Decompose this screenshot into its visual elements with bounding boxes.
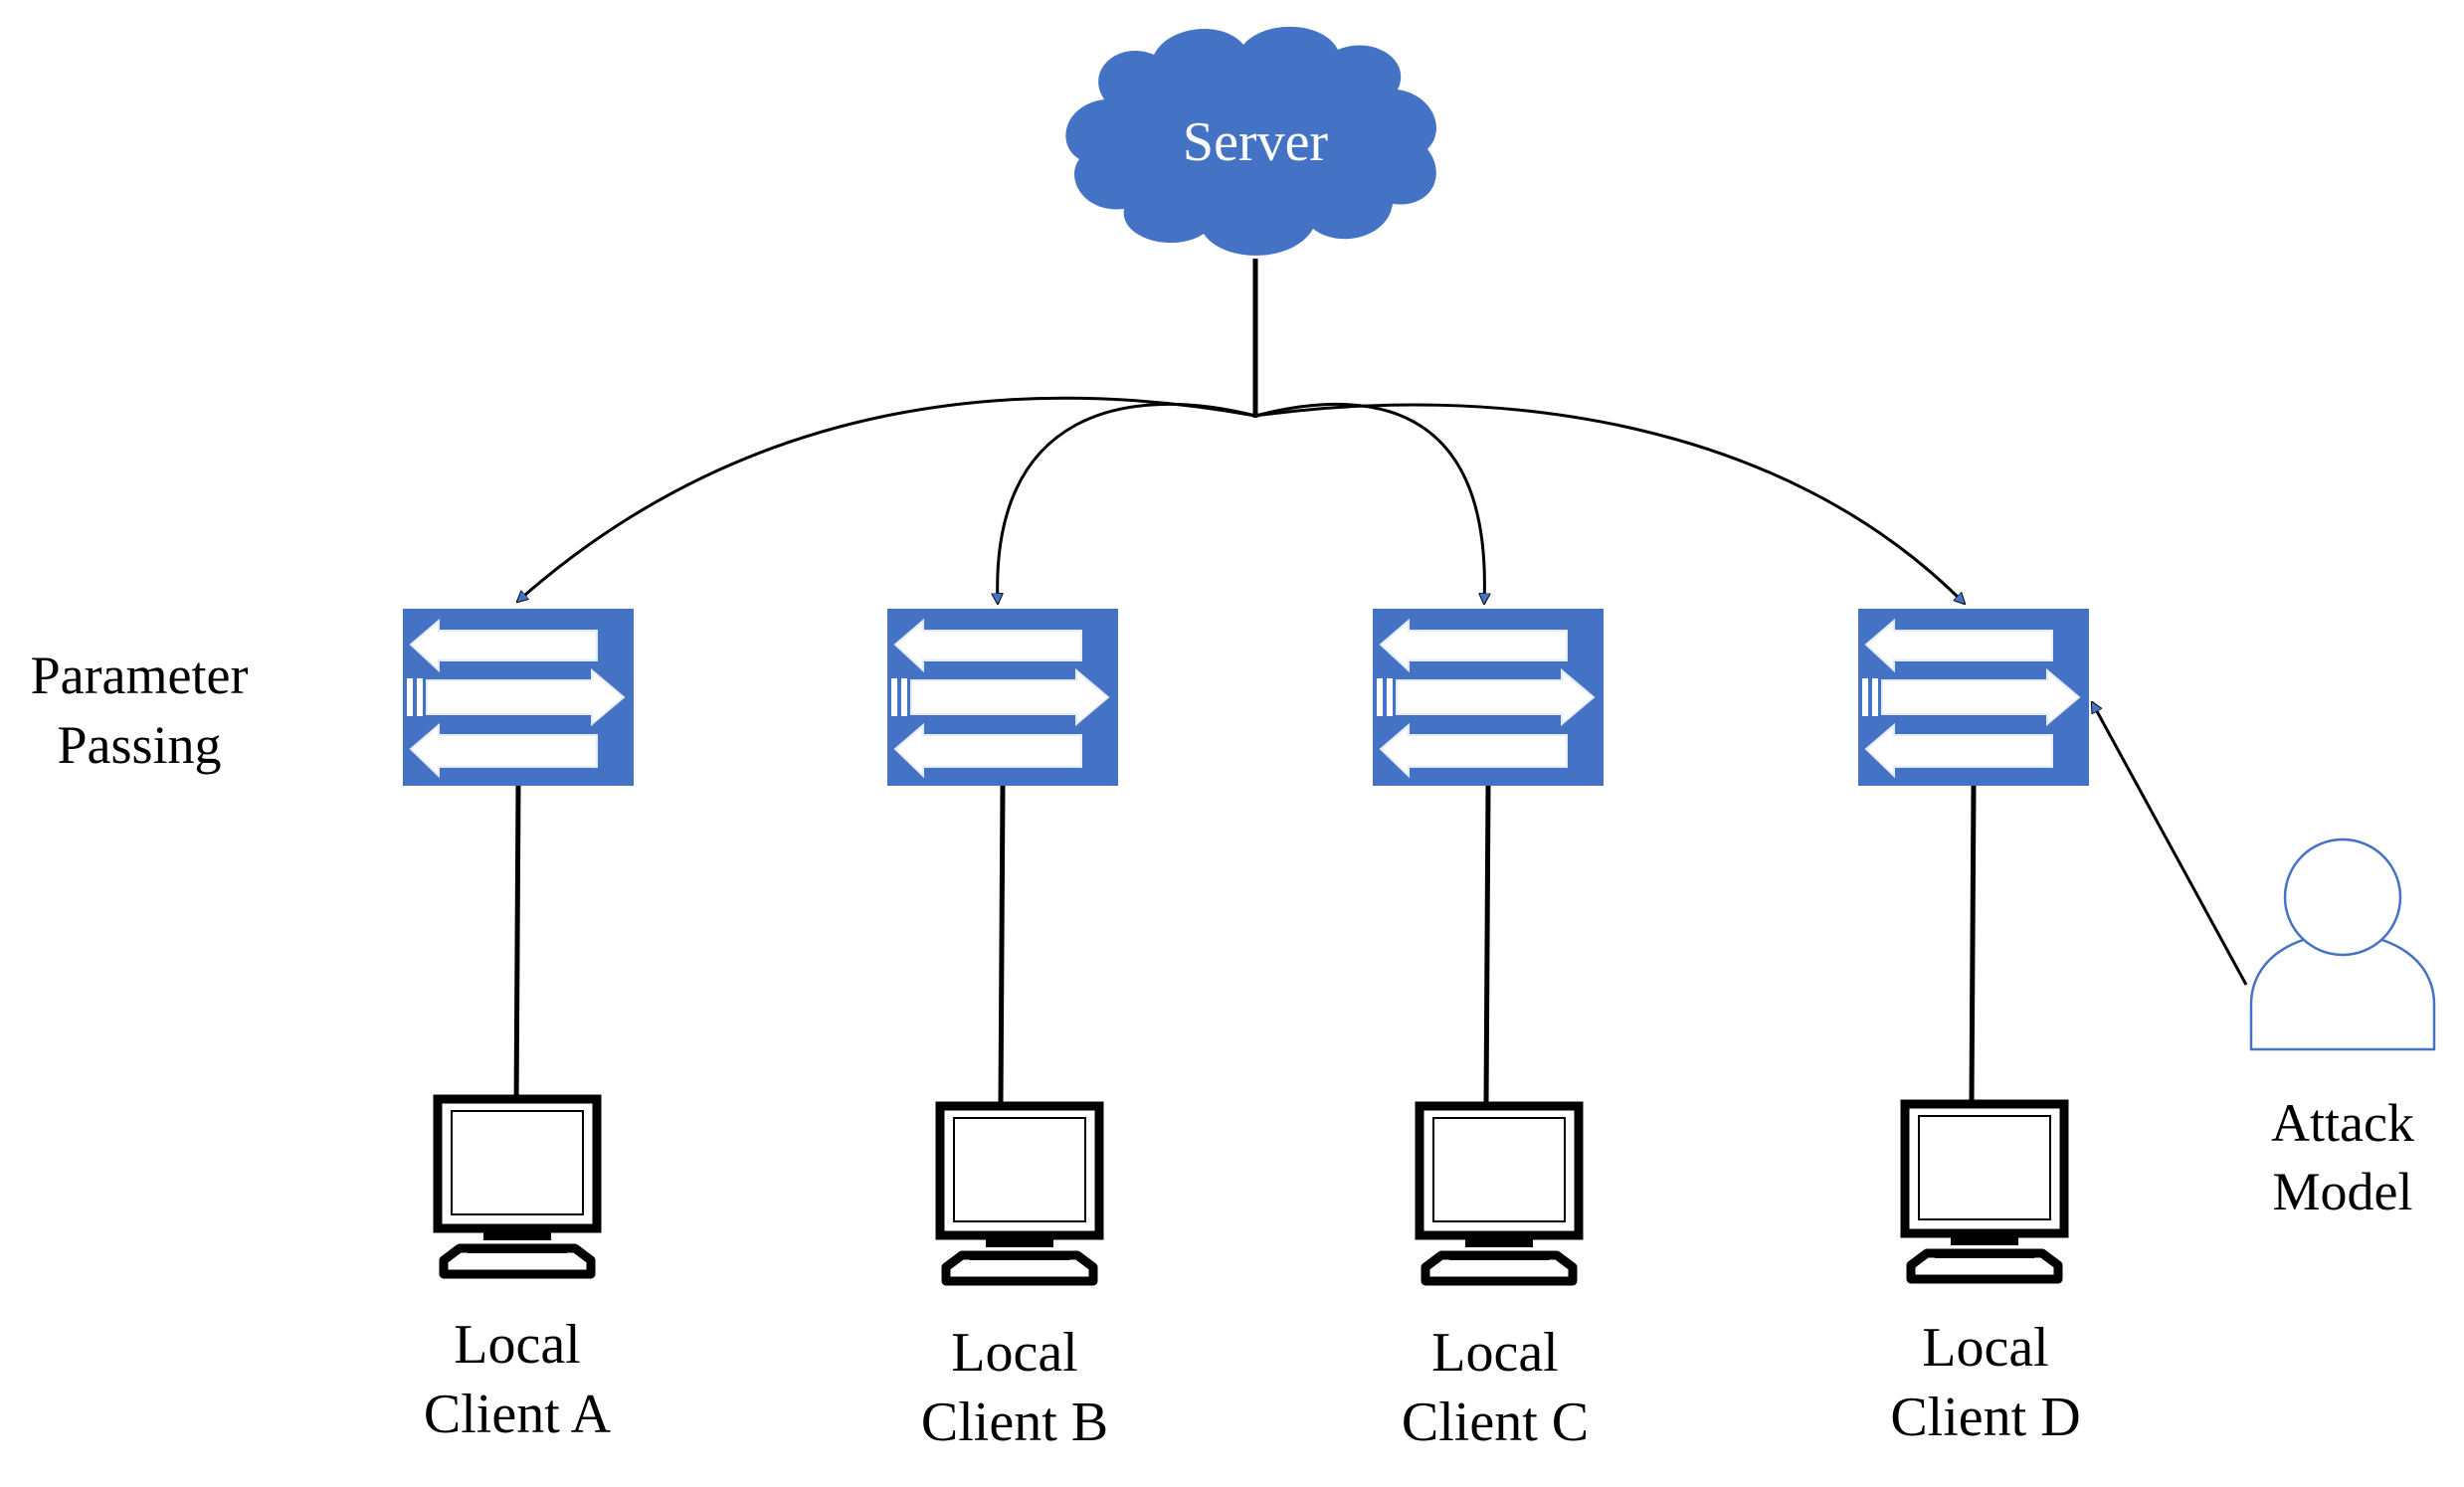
switch-icon <box>1372 608 1605 787</box>
connector-to-switch-c <box>1254 402 1484 604</box>
client-c-label-line1: Local <box>1431 1322 1558 1384</box>
server-label: Server <box>1183 111 1329 173</box>
client-b-label: Local Client B <box>921 1322 1108 1453</box>
switch-b <box>886 608 1119 787</box>
client-b-label-line1: Local <box>951 1322 1077 1384</box>
switch-icon <box>886 608 1119 787</box>
switch-c <box>1372 608 1605 787</box>
connector-to-switch-b <box>998 402 1256 604</box>
switch-a <box>402 608 635 787</box>
connector-to-switch-d <box>1254 403 1965 604</box>
link-switch-a-client-a <box>513 785 521 1110</box>
client-b-label-line2: Client B <box>921 1392 1108 1453</box>
client-c-label: Local Client C <box>1402 1322 1589 1453</box>
attack-model-line2: Model <box>2273 1162 2413 1221</box>
parameter-passing-line2: Passing <box>57 715 221 775</box>
client-b-computer <box>940 1106 1099 1281</box>
parameter-passing-label: Parameter Passing <box>31 646 249 775</box>
client-a-label-line1: Local <box>454 1314 580 1376</box>
switch-icon <box>1857 608 2090 787</box>
switch-icon <box>402 608 635 787</box>
client-d-label-line1: Local <box>1922 1317 2048 1379</box>
parameter-passing-line1: Parameter <box>31 646 249 705</box>
switch-d <box>1857 608 2090 787</box>
attack-model-person <box>2249 837 2436 1051</box>
attack-model-label: Attack Model <box>2271 1093 2414 1221</box>
link-switch-b-client-b <box>998 785 1006 1105</box>
link-switch-d-client-d <box>1969 785 1977 1103</box>
client-a-label-line2: Client A <box>424 1384 612 1445</box>
computer-icon <box>940 1106 1099 1281</box>
attack-arrow <box>2090 702 2248 986</box>
client-d-label: Local Client D <box>1890 1317 2080 1448</box>
client-a-label: Local Client A <box>424 1314 612 1445</box>
client-c-computer <box>1420 1106 1579 1281</box>
client-d-computer <box>1905 1104 2064 1279</box>
connector-to-switch-a <box>517 396 1256 602</box>
link-switch-c-client-c <box>1483 785 1491 1105</box>
client-d-label-line2: Client D <box>1890 1387 2080 1448</box>
attack-model-line1: Attack <box>2271 1093 2414 1153</box>
server-cloud: Server <box>1065 26 1436 256</box>
client-c-label-line2: Client C <box>1402 1392 1589 1453</box>
person-icon <box>2249 837 2436 1051</box>
client-a-computer <box>438 1099 597 1274</box>
computer-icon <box>1420 1106 1579 1281</box>
computer-icon <box>438 1099 597 1274</box>
cloud-icon <box>1065 26 1436 256</box>
computer-icon <box>1905 1104 2064 1279</box>
